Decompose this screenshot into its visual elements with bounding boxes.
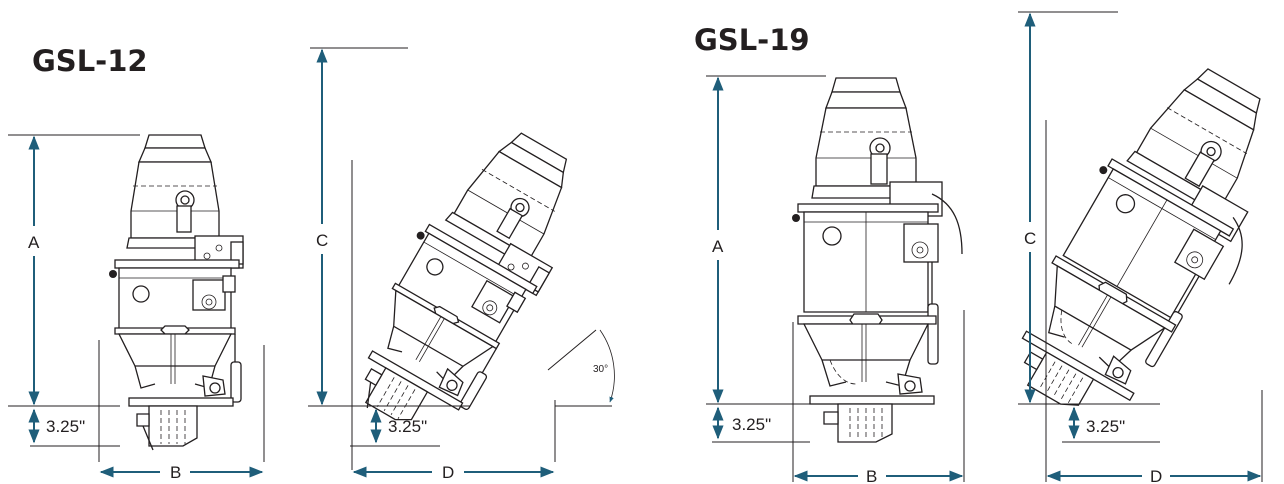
gsl-12-upright-view: A 3.25" B xyxy=(8,134,265,482)
gsl-19-dim-a-label: A xyxy=(712,237,724,256)
gsl-19-upright-machine xyxy=(791,77,963,443)
gsl-12-tilted-view: 30° C 3.25" D xyxy=(308,47,615,482)
gsl-19-offset-c-label: 3.25" xyxy=(1086,417,1125,436)
gsl-19-offset-a-label: 3.25" xyxy=(732,415,771,434)
gsl-19-dim-d-label: D xyxy=(1150,467,1162,484)
gsl-19-tilted-view: C 3.25" D xyxy=(987,11,1284,484)
gsl-12-dim-a-label: A xyxy=(28,233,40,252)
gsl-12-angle-label: 30° xyxy=(593,364,608,375)
gsl-12-tilted-machine xyxy=(328,112,604,454)
gsl-12-offset-a-label: 3.25" xyxy=(46,417,85,436)
gsl-12-dim-b-label: B xyxy=(170,463,181,482)
gsl-12-group: GSL-12 A 3.25" B xyxy=(8,44,615,482)
gsl-12-offset-c-label: 3.25" xyxy=(388,417,427,436)
gsl-12-upright-machine xyxy=(108,134,244,451)
gsl-19-group: GSL-19 A 3.25" B xyxy=(694,11,1284,484)
gsl-19-title: GSL-19 xyxy=(694,23,810,57)
gsl-12-dim-d-label: D xyxy=(442,463,454,482)
gsl-12-title: GSL-12 xyxy=(32,44,148,78)
gsl-12-dim-c-label: C xyxy=(316,231,328,250)
gsl-19-upright-view: A 3.25" B xyxy=(706,75,965,484)
gsl-19-dim-c-label: C xyxy=(1024,229,1036,248)
gsl-19-dim-b-label: B xyxy=(866,467,877,484)
